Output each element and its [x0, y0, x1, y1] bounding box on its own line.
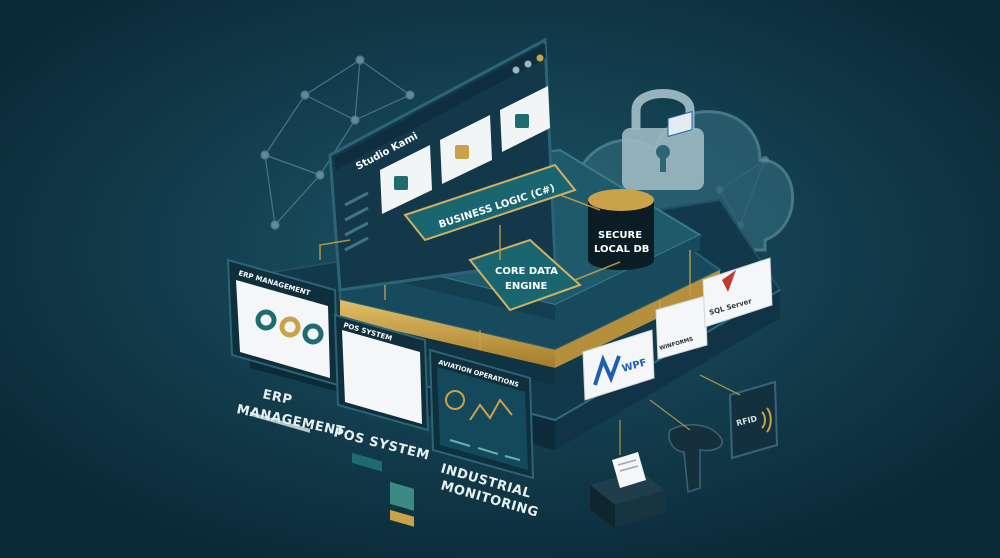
sqlserver-tile: SQL Server	[702, 257, 773, 328]
rfid-reader-icon: RFID	[728, 380, 779, 460]
window-control-dot[interactable]	[524, 60, 532, 68]
erp-label-1: ERP	[261, 387, 293, 408]
wpf-tile: WPF	[582, 329, 655, 401]
dotnet-logo-icon	[593, 354, 621, 386]
window-icon	[667, 110, 693, 138]
pos-screen[interactable]	[342, 330, 422, 424]
winforms-tile: WINFORMS	[655, 110, 708, 360]
database-icon	[455, 145, 469, 159]
lock-icon	[515, 114, 529, 128]
connector-lines	[319, 194, 691, 350]
barcode-scanner-icon	[668, 424, 723, 494]
core-data-engine-label-2: ENGINE	[505, 281, 547, 292]
core-data-engine-block: CORE DATA ENGINE	[468, 238, 582, 312]
erp-panel: ERP MANAGEMENT	[226, 258, 340, 433]
chart-icon	[469, 398, 513, 421]
core-data-engine-label-1: CORE DATA	[495, 266, 558, 277]
window-control-dot[interactable]	[512, 66, 520, 74]
secure-local-db: SECURE LOCAL DB	[588, 189, 654, 270]
main-app-window: Studio Kami	[328, 37, 557, 292]
pos-panel: POS SYSTEM	[333, 313, 430, 527]
receipt-printer-icon	[590, 452, 665, 528]
network-mesh-icon	[260, 55, 415, 230]
aviation-panel: AVIATION OPERATIONS	[428, 348, 535, 480]
window-control-dot[interactable]	[536, 54, 544, 62]
gear-icon	[394, 176, 408, 190]
device-connectors	[619, 374, 741, 455]
gauge-icon	[445, 390, 465, 410]
sqlserver-logo-icon	[722, 270, 736, 292]
db-label-1: SECURE	[598, 230, 642, 241]
db-label-2: LOCAL DB	[594, 244, 649, 255]
